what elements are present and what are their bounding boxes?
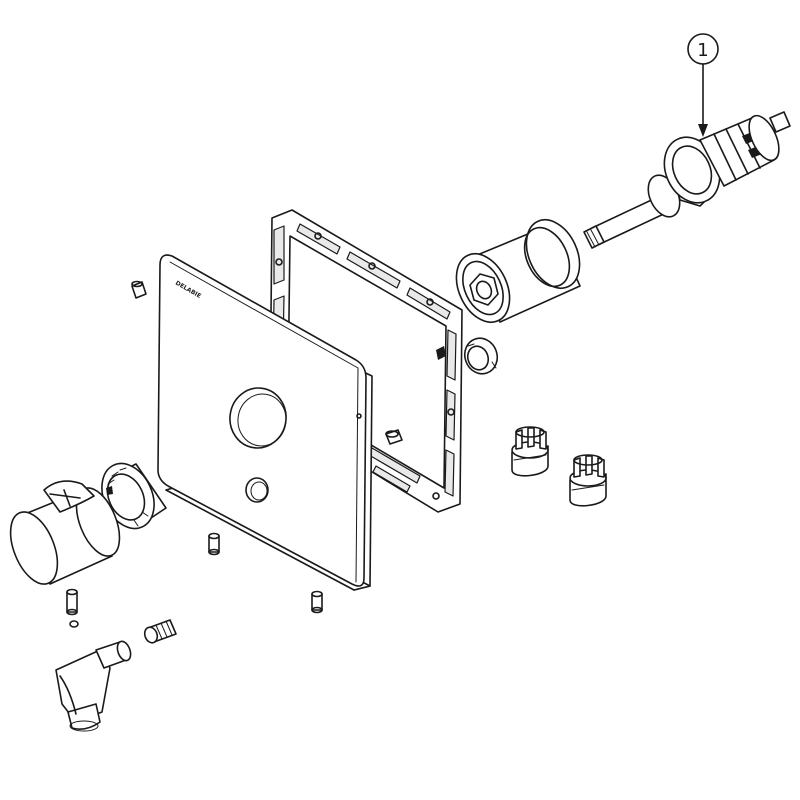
knob-face [9,511,59,585]
sleeve-rear-rim [525,219,581,289]
threaded-fitting [143,619,177,644]
callout-1: 1 [687,33,719,137]
plate-small-hole [245,477,269,503]
elbow-connector [55,640,132,732]
arrow-icon [698,124,708,137]
dowel-pin-1 [131,280,147,299]
knob-adaptor [101,462,167,530]
cartridge-spline-tip [583,225,605,249]
cartridge [583,111,791,249]
cartridge-sleeve [455,219,581,323]
sleeve-hex [469,273,499,306]
dowel-pin-3 [311,590,323,614]
callout-number: 1 [697,40,708,61]
cartridge-end-cap [748,114,780,162]
control-knob [9,480,121,585]
nut-ring [463,337,499,375]
dowel-pin-2 [208,532,220,556]
check-valve-2 [569,454,607,507]
check-valve-1 [511,426,549,477]
dowel-pin-4 [66,588,79,628]
cover-plate: DELABIE [157,254,373,591]
elbow-outlet [67,703,101,730]
